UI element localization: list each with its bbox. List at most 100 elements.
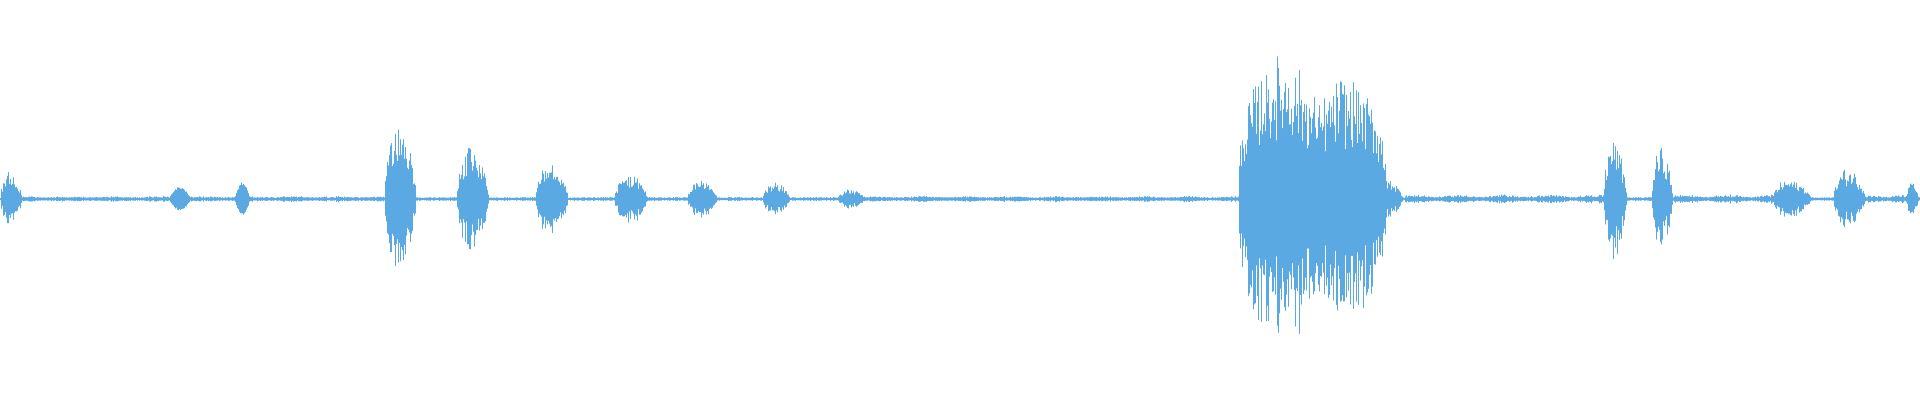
waveform-sample-bar bbox=[750, 197, 751, 201]
waveform-sample-bar bbox=[240, 185, 241, 214]
waveform-sample-bar bbox=[976, 196, 977, 201]
waveform-sample-bar bbox=[999, 197, 1000, 201]
waveform-sample-bar bbox=[596, 198, 597, 201]
waveform-sample-bar bbox=[899, 197, 900, 201]
waveform-sample-bar bbox=[156, 196, 157, 202]
waveform-sample-bar bbox=[1837, 188, 1838, 210]
waveform-sample-bar bbox=[1140, 197, 1141, 201]
waveform-sample-bar bbox=[1660, 150, 1661, 242]
waveform-sample-bar bbox=[1348, 111, 1349, 291]
waveform-sample-bar bbox=[515, 197, 516, 200]
waveform-sample-bar bbox=[398, 129, 399, 263]
waveform-sample-bar bbox=[1063, 196, 1064, 201]
waveform-sample-bar bbox=[1088, 197, 1089, 201]
waveform-sample-bar bbox=[1858, 189, 1859, 210]
waveform-sample-bar bbox=[167, 196, 168, 202]
waveform-sample-bar bbox=[1004, 196, 1005, 203]
waveform-sample-bar bbox=[1149, 196, 1150, 202]
waveform-sample-bar bbox=[1361, 122, 1362, 267]
waveform-sample-bar bbox=[1578, 196, 1579, 202]
waveform-sample-bar bbox=[887, 197, 888, 201]
waveform-sample-bar bbox=[429, 197, 430, 201]
waveform-sample-bar bbox=[1863, 190, 1864, 207]
waveform-sample-bar bbox=[1110, 196, 1111, 202]
waveform-sample-bar bbox=[957, 197, 958, 201]
waveform-sample-bar bbox=[68, 197, 69, 201]
waveform-sample-bar bbox=[770, 186, 771, 211]
waveform-sample-bar bbox=[564, 187, 565, 211]
waveform-sample-bar bbox=[1175, 197, 1176, 201]
waveform-sample-bar bbox=[175, 189, 176, 209]
waveform-sample-bar bbox=[437, 197, 438, 200]
waveform-sample-bar bbox=[1170, 197, 1171, 201]
waveform-sample-bar bbox=[834, 197, 835, 201]
waveform-sample-bar bbox=[1850, 174, 1851, 224]
waveform-sample-bar bbox=[1779, 189, 1780, 208]
waveform-sample-bar bbox=[1069, 197, 1070, 201]
waveform-sample-bar bbox=[409, 160, 410, 233]
waveform-sample-bar bbox=[1565, 196, 1566, 202]
waveform-sample-bar bbox=[1895, 195, 1896, 203]
waveform-sample-bar bbox=[1584, 196, 1585, 202]
waveform-sample-bar bbox=[523, 197, 524, 201]
waveform-sample-bar bbox=[615, 193, 616, 206]
waveform-sample-bar bbox=[1697, 195, 1698, 203]
waveform-sample-bar bbox=[790, 198, 791, 200]
waveform-sample-bar bbox=[1152, 197, 1153, 201]
waveform-sample-bar bbox=[1529, 197, 1530, 201]
waveform-sample-bar bbox=[1399, 190, 1400, 207]
waveform-sample-bar bbox=[655, 197, 656, 201]
waveform-sample-bar bbox=[307, 197, 308, 201]
waveform-sample-bar bbox=[1714, 196, 1715, 202]
waveform-sample-bar bbox=[377, 196, 378, 202]
waveform-sample-bar bbox=[457, 191, 458, 208]
waveform-sample-bar bbox=[1849, 175, 1850, 222]
waveform-sample-bar bbox=[729, 197, 730, 201]
waveform-sample-bar bbox=[696, 183, 697, 214]
waveform-sample-bar bbox=[380, 196, 381, 202]
waveform-sample-bar bbox=[1910, 183, 1911, 214]
waveform-sample-bar bbox=[1625, 187, 1626, 211]
waveform-sample-bar bbox=[962, 196, 963, 202]
waveform-sample-bar bbox=[678, 197, 679, 201]
waveform-sample-bar bbox=[1083, 197, 1084, 201]
waveform-sample-bar bbox=[1398, 189, 1399, 209]
waveform-sample-bar bbox=[1281, 99, 1282, 300]
waveform-sample-bar bbox=[462, 164, 463, 238]
waveform-sample-bar bbox=[756, 197, 757, 201]
waveform-sample-bar bbox=[62, 196, 63, 202]
waveform-sample-bar bbox=[931, 197, 932, 201]
waveform-sample-bar bbox=[1303, 111, 1304, 295]
waveform-sample-bar bbox=[1314, 96, 1315, 292]
waveform-sample-bar bbox=[1847, 180, 1848, 220]
waveform-sample-bar bbox=[1834, 190, 1835, 207]
waveform-sample-bar bbox=[1757, 196, 1758, 202]
waveform-sample-bar bbox=[1505, 195, 1506, 203]
waveform-sample-bar bbox=[1012, 196, 1013, 202]
waveform-sample-bar bbox=[864, 196, 865, 202]
waveform-sample-bar bbox=[378, 196, 379, 202]
waveform-sample-bar bbox=[1062, 196, 1063, 202]
waveform-sample-bar bbox=[403, 139, 404, 261]
waveform-sample-bar bbox=[1573, 197, 1574, 201]
waveform-sample-bar bbox=[593, 197, 594, 201]
waveform-sample-bar bbox=[644, 192, 645, 207]
waveform-sample-bar bbox=[1498, 196, 1499, 201]
waveform-sample-bar bbox=[977, 197, 978, 201]
waveform-sample-bar bbox=[1884, 197, 1885, 201]
waveform-sample-bar bbox=[1671, 184, 1672, 214]
waveform-sample-bar bbox=[1229, 197, 1230, 201]
waveform-sample-bar bbox=[1786, 184, 1787, 214]
waveform-sample-bar bbox=[1335, 141, 1336, 251]
waveform-sample-bar bbox=[1525, 197, 1526, 201]
waveform-sample-bar bbox=[1304, 103, 1305, 291]
waveform-sample-bar bbox=[1547, 196, 1548, 203]
waveform-sample-bar bbox=[362, 197, 363, 201]
waveform-sample-bar bbox=[140, 198, 141, 201]
waveform-sample-bar bbox=[1823, 198, 1824, 200]
waveform-sample-bar bbox=[144, 197, 145, 201]
waveform-sample-bar bbox=[1180, 196, 1181, 202]
waveform-sample-bar bbox=[1829, 197, 1830, 201]
